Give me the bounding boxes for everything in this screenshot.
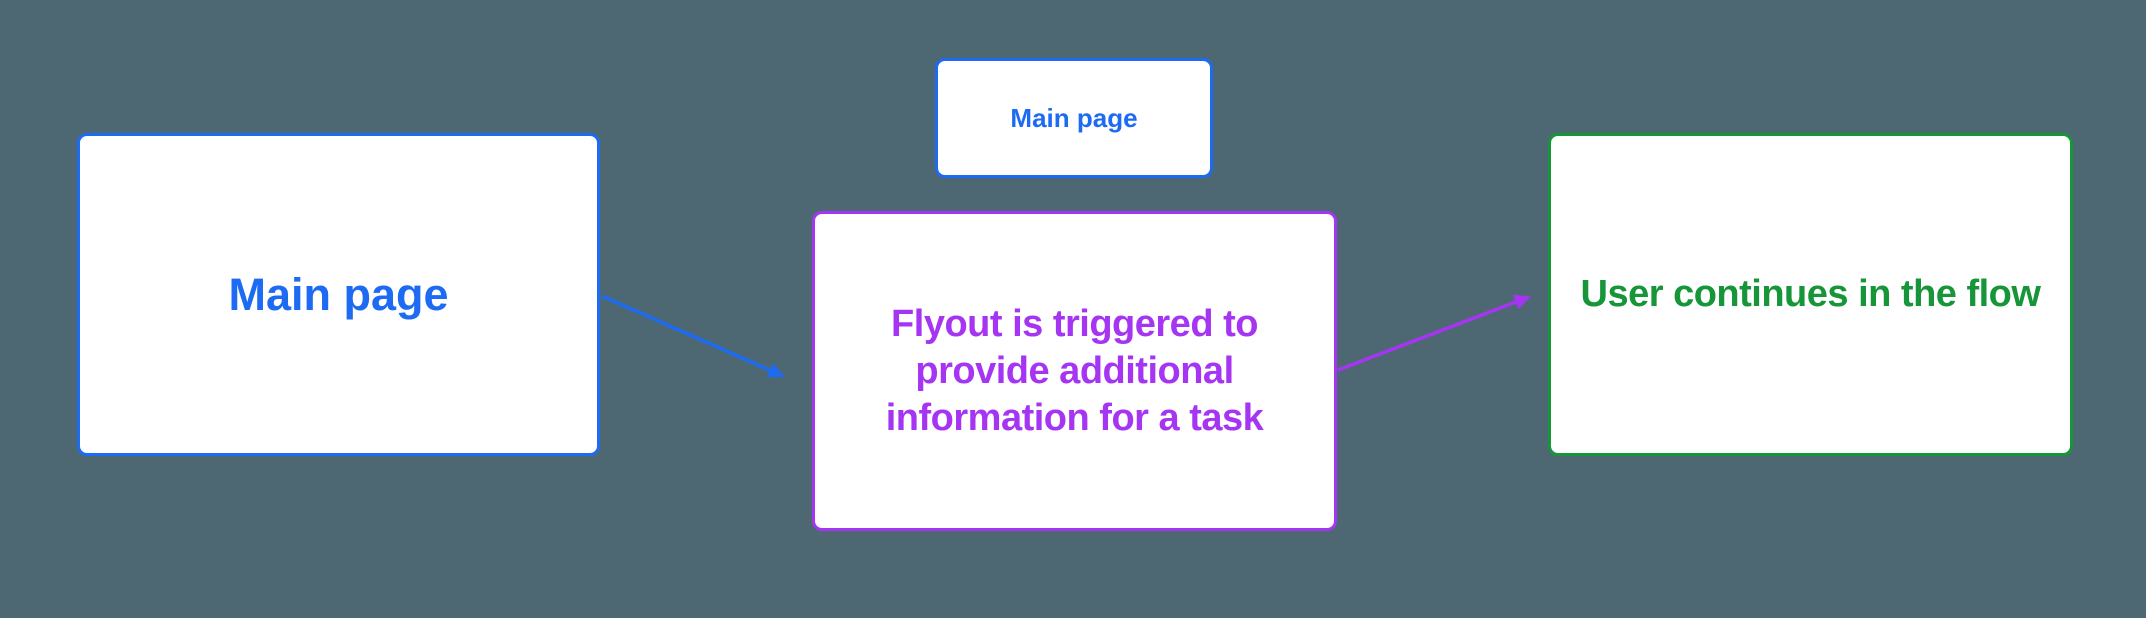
connector-flyout-to-outcome[interactable] [1337,294,1531,372]
node-main-page[interactable]: Main page [77,133,600,456]
node-main-page-small[interactable]: Main page [935,58,1213,178]
node-label-line: Flyout is triggered to [891,302,1258,345]
node-outcome[interactable]: User continues in the flow [1548,133,2073,456]
node-label-line: information for a task [885,396,1264,439]
node-flyout[interactable]: Flyout is triggered to provide additiona… [812,211,1337,531]
node-label: Main page [228,268,449,320]
node-label: User continues in the flow [1580,273,2041,315]
node-label: Main page [1010,102,1138,133]
node-label-line: provide additional [915,349,1234,392]
connector-main-to-flyout[interactable] [601,294,785,378]
